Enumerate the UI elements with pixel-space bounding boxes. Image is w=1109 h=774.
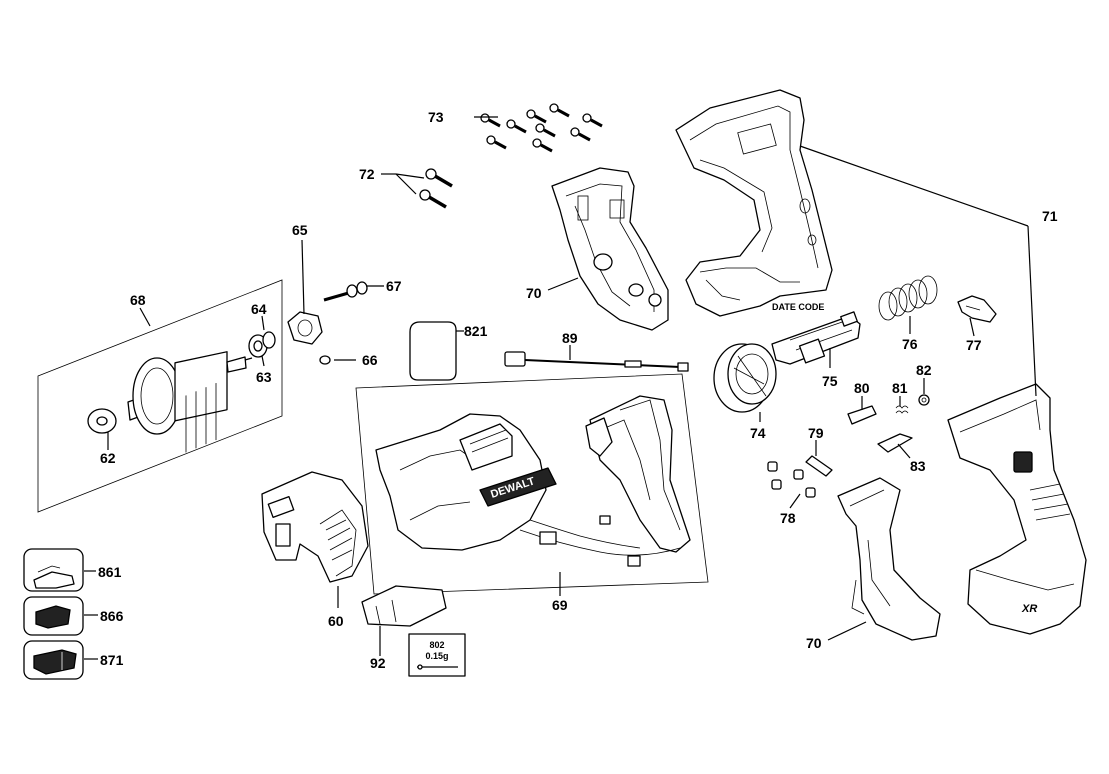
- grease-box-part-number: 802: [429, 640, 444, 650]
- callout-72: 72: [359, 166, 375, 182]
- date-code-label: DATE CODE: [772, 302, 824, 312]
- callout-76: 76: [902, 336, 918, 352]
- callout-70-upper: 70: [526, 285, 542, 301]
- leader-lines: [84, 116, 1037, 660]
- label-card-821: [409, 321, 457, 381]
- plate-79: [805, 455, 833, 477]
- grease-pack-92: [361, 585, 447, 627]
- accessory-battery-866: [23, 596, 84, 636]
- spring-76: [878, 275, 938, 321]
- screw-67: [323, 281, 368, 302]
- callout-871: 871: [100, 652, 124, 668]
- callout-79: 79: [808, 425, 824, 441]
- part-82: [918, 394, 930, 406]
- callout-69: 69: [552, 597, 568, 613]
- housing-half-70-upper: [551, 167, 669, 331]
- callout-63: 63: [256, 369, 272, 385]
- callout-66: 66: [362, 352, 378, 368]
- callout-73: 73: [428, 109, 444, 125]
- screws-73: [480, 103, 603, 153]
- callout-60: 60: [328, 613, 344, 629]
- callout-866: 866: [100, 608, 124, 624]
- callout-861: 861: [98, 564, 122, 580]
- callout-92: 92: [370, 655, 386, 671]
- housing-half-71-lower: XR: [947, 383, 1087, 635]
- callout-62: 62: [100, 450, 116, 466]
- callout-80: 80: [854, 380, 870, 396]
- callout-821: 821: [464, 323, 488, 339]
- callout-78: 78: [780, 510, 796, 526]
- module-assembly-group: DEWALT: [355, 373, 709, 595]
- accessory-battery-871: [23, 640, 84, 680]
- callout-89: 89: [562, 330, 578, 346]
- accessory-kitbox-861: [23, 548, 84, 592]
- callout-67: 67: [386, 278, 402, 294]
- washer-64: [262, 331, 276, 349]
- screws-72: [419, 168, 453, 209]
- battery-badge: XR: [1021, 603, 1037, 615]
- callout-83: 83: [910, 458, 926, 474]
- pins-78: [767, 461, 816, 498]
- motor-assembly-group: [37, 279, 283, 513]
- plate-83: [877, 433, 913, 453]
- bearing-bracket-65: [287, 311, 323, 345]
- callout-75: 75: [822, 373, 838, 389]
- callout-70-lower: 70: [806, 635, 822, 651]
- callout-65: 65: [292, 222, 308, 238]
- gear-case-60: [261, 471, 369, 583]
- grease-box-802: 802 0.15g: [408, 633, 466, 677]
- callout-64: 64: [251, 301, 267, 317]
- armature: [127, 351, 253, 453]
- callout-81: 81: [892, 380, 908, 396]
- gear-case-74: [713, 343, 777, 413]
- clip-66: [319, 355, 331, 365]
- grease-box-amount: 0.15g: [425, 651, 448, 661]
- part-80: [847, 405, 877, 425]
- housing-half-70-lower: [837, 477, 941, 641]
- callout-68: 68: [130, 292, 146, 308]
- spring-81: [895, 405, 909, 414]
- callout-labels: 861 866 871 62 68 64 63 65 67 66 821 89 …: [98, 109, 1058, 671]
- callout-71: 71: [1042, 208, 1058, 224]
- callout-77: 77: [966, 337, 982, 353]
- callout-74: 74: [750, 425, 766, 441]
- callout-82: 82: [916, 362, 932, 378]
- switch-75: [771, 311, 861, 365]
- bearing-62: [87, 408, 117, 434]
- housing-half-71-upper: [675, 89, 833, 317]
- clip-77: [957, 295, 997, 323]
- wire-harness-89: [504, 351, 689, 372]
